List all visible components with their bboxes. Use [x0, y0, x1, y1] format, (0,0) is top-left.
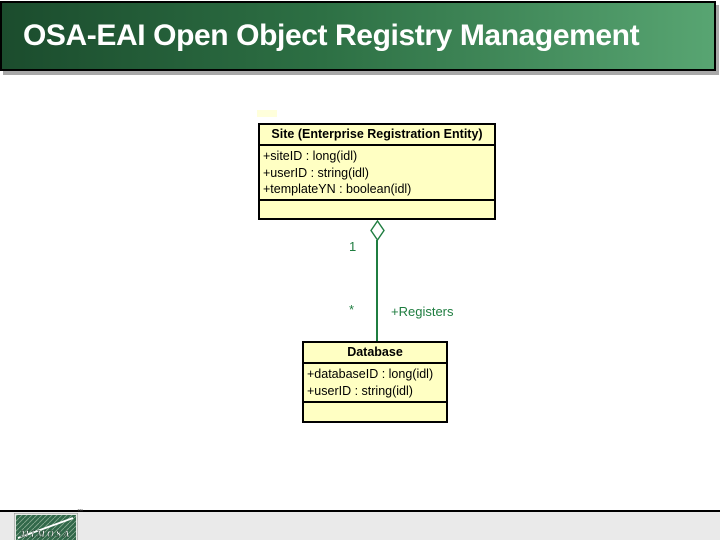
site-class-operations-empty	[260, 201, 494, 219]
mimosa-logo-image: MIMOSA	[13, 512, 79, 540]
database-class-name: Database	[304, 343, 446, 364]
class-attribute: +templateYN : boolean(idl)	[263, 182, 412, 196]
database-class-attributes: +databaseID : long(idl) +userID : string…	[304, 364, 446, 403]
trademark-symbol: ™	[77, 509, 83, 515]
database-class: Database +databaseID : long(idl) +userID…	[302, 341, 448, 423]
class-attribute: +userID : string(idl)	[263, 165, 369, 180]
site-class-attributes: +siteID : long(idl) +userID : string(idl…	[260, 146, 494, 201]
header-bar: OSA-EAI Open Object Registry Management	[0, 1, 716, 71]
slide-title: OSA-EAI Open Object Registry Management	[23, 19, 640, 52]
class-attribute: +userID : string(idl)	[307, 384, 413, 398]
class-attribute: +databaseID : long(idl)	[307, 367, 434, 381]
diagram-crop-artifact	[257, 110, 277, 117]
footer-bar: MIMOSA ™	[0, 509, 720, 540]
footer-divider	[0, 510, 720, 512]
mimosa-logo-text: MIMOSA	[19, 530, 71, 540]
association-name-label: +Registers	[391, 304, 454, 319]
class-attribute: +siteID : long(idl)	[263, 149, 358, 163]
multiplicity-many-label: *	[349, 302, 355, 317]
aggregation-diamond-icon	[370, 220, 385, 241]
database-class-operations-empty	[304, 403, 446, 421]
site-class-name: Site (Enterprise Registration Entity)	[260, 125, 494, 146]
multiplicity-one-label: 1	[349, 239, 357, 254]
mimosa-logo: MIMOSA ™	[13, 509, 83, 540]
site-class: Site (Enterprise Registration Entity) +s…	[258, 123, 496, 220]
association-line	[376, 240, 378, 341]
